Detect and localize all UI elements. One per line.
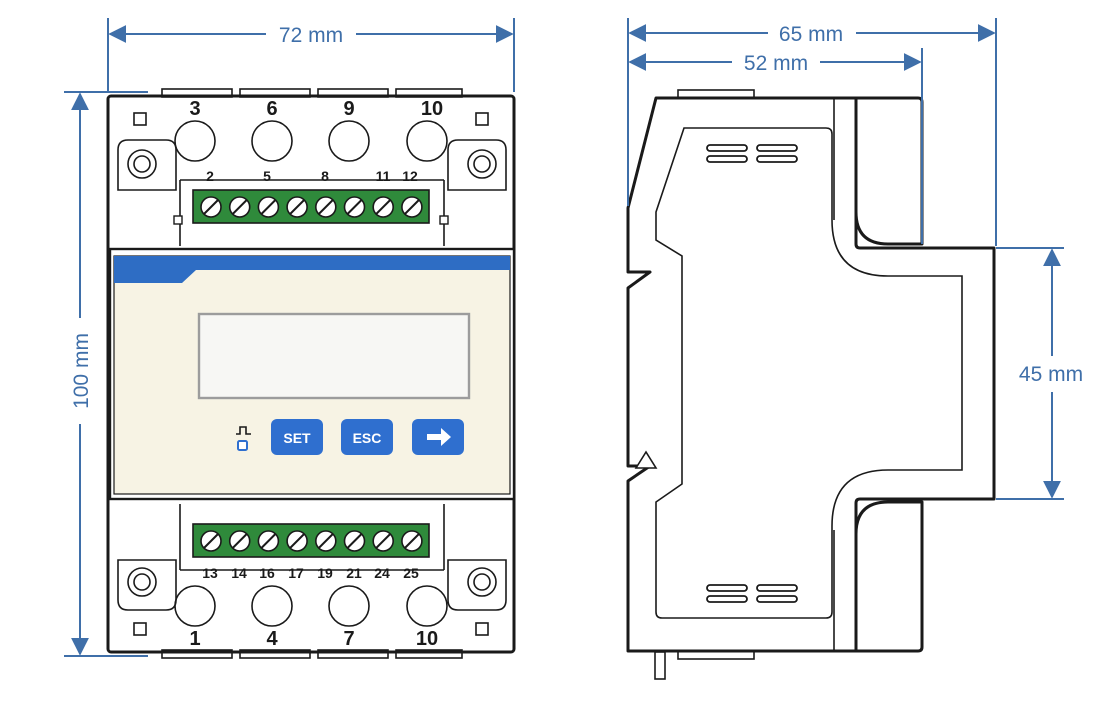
terminal-screw-icon	[228, 530, 251, 552]
terminal-label: 7	[343, 628, 354, 650]
terminal-label: 2	[206, 168, 214, 184]
mounting-screw-icon	[127, 567, 157, 597]
terminal-label: 10	[416, 628, 438, 650]
side-depth-label: 65 mm	[779, 23, 843, 46]
bottom-terminal-block	[192, 523, 430, 558]
terminal-screw-icon	[401, 196, 423, 218]
top-large-terminals	[174, 120, 448, 162]
terminal-screw-icon	[257, 530, 280, 552]
terminal-label: 6	[266, 98, 277, 120]
terminal-label: 12	[402, 168, 418, 184]
side-inner-depth-label: 52 mm	[744, 52, 808, 75]
terminal-screw-icon	[314, 530, 337, 552]
esc-button[interactable]: ESC	[341, 419, 393, 455]
front-height-label: 100 mm	[70, 333, 93, 409]
rail-clip	[634, 450, 658, 469]
terminal-screw-icon	[372, 196, 395, 218]
front-width-label: 72 mm	[279, 24, 343, 47]
mounting-screw-icon	[127, 149, 157, 179]
bottom-small-terminal-labels: 13 14 16 17 19 21 24 25	[202, 565, 419, 581]
rail-height-label: 45 mm	[1019, 363, 1083, 386]
terminal-label: 4	[266, 628, 278, 650]
next-button[interactable]	[412, 419, 464, 455]
rail-height-dimension: 45 mm	[996, 247, 1083, 500]
side-housing	[626, 96, 996, 653]
terminal-label: 25	[403, 565, 419, 581]
vent-slots-top	[706, 144, 798, 163]
mounting-screw-icon	[467, 149, 497, 179]
terminal-label: 8	[321, 168, 329, 184]
terminal-screw-icon	[286, 196, 308, 218]
terminal-label: 17	[288, 565, 304, 581]
bottom-mounting-tabs	[161, 649, 463, 659]
terminal-label: 11	[376, 168, 391, 184]
mounting-screw-icon	[467, 567, 497, 597]
terminal-label: 16	[259, 565, 275, 581]
top-large-terminal-labels: 3 6 9 10	[189, 98, 443, 120]
terminal-screw-icon	[343, 530, 366, 552]
top-mounting-tabs	[161, 88, 463, 98]
top-small-terminal-labels: 2 5 8 11 12	[206, 168, 418, 184]
front-view: 3 6 9 10 2 5 8 11 12	[106, 88, 516, 659]
terminal-label: 14	[231, 565, 247, 581]
terminal-label: 5	[263, 168, 271, 184]
top-terminal-block	[173, 189, 449, 225]
terminal-screw-icon	[343, 196, 366, 218]
side-view	[626, 89, 996, 680]
terminal-label: 3	[189, 98, 200, 120]
terminal-label: 1	[189, 628, 200, 650]
front-width-dimension: 72 mm	[107, 18, 515, 92]
vent-slots-bottom	[706, 584, 798, 603]
terminal-screw-icon	[286, 530, 308, 552]
pulse-led-icon	[236, 426, 251, 451]
esc-button-label: ESC	[353, 430, 382, 446]
side-depth-dimension: 65 mm	[627, 18, 997, 246]
bottom-large-terminal-labels: 1 4 7 10	[189, 628, 438, 650]
terminal-screw-icon	[401, 530, 423, 552]
terminal-screw-icon	[314, 196, 337, 218]
terminal-screw-icon	[200, 196, 222, 218]
terminal-label: 19	[317, 565, 333, 581]
side-inner-depth-dimension: 52 mm	[628, 48, 923, 244]
terminal-label: 24	[374, 565, 390, 581]
set-button-label: SET	[283, 430, 311, 446]
right-arrow-icon	[427, 428, 451, 446]
terminal-label: 13	[202, 565, 218, 581]
terminal-screw-icon	[228, 196, 251, 218]
set-button[interactable]: SET	[271, 419, 323, 455]
bottom-large-terminals	[174, 585, 448, 627]
lcd-display	[197, 312, 471, 400]
terminal-label: 10	[421, 98, 443, 120]
terminal-label: 21	[346, 565, 362, 581]
terminal-screw-icon	[372, 530, 395, 552]
accent-bar	[114, 256, 510, 283]
terminal-label: 9	[343, 98, 354, 120]
front-height-dimension: 100 mm	[64, 91, 148, 657]
terminal-screw-icon	[200, 530, 222, 552]
terminal-screw-icon	[257, 196, 280, 218]
